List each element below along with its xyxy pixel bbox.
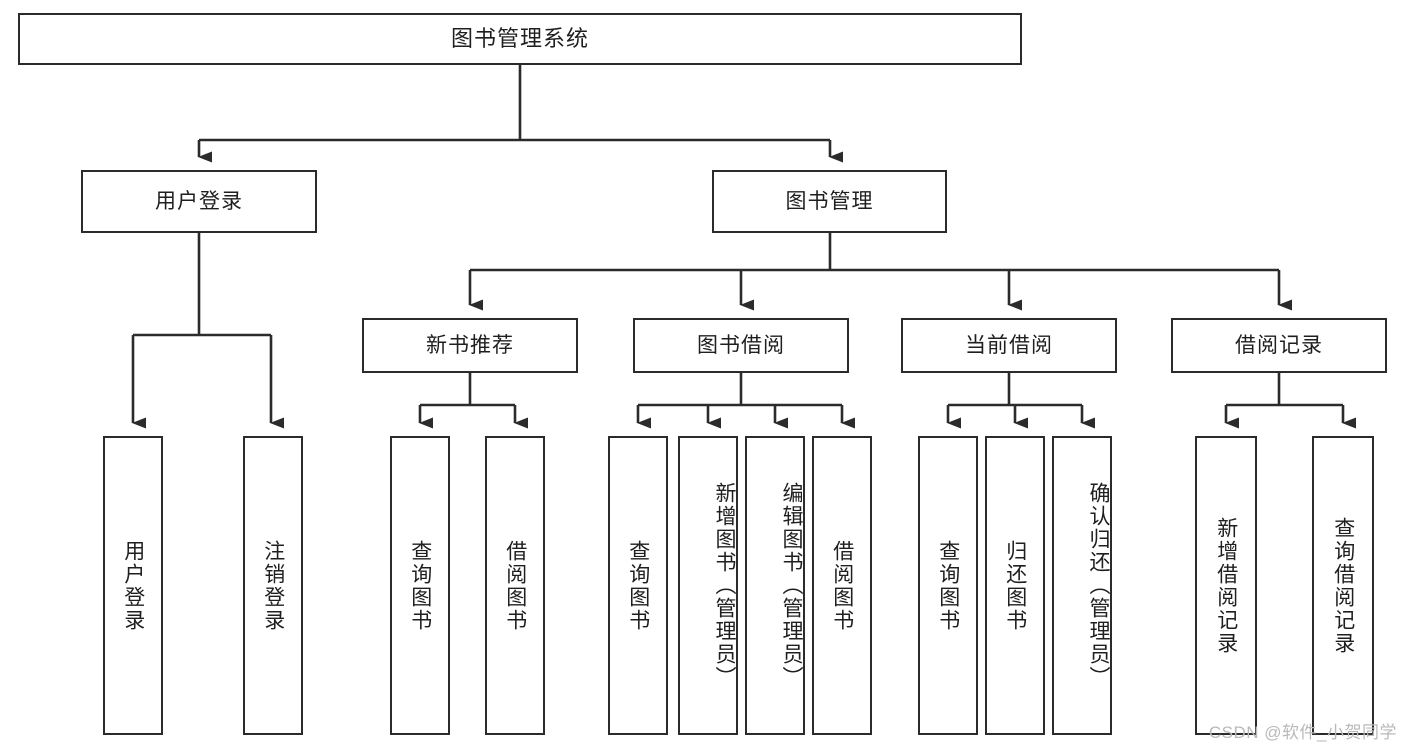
node-new-book-recommend[interactable]: 新书推荐 xyxy=(362,318,578,373)
node-borrow-records[interactable]: 借阅记录 xyxy=(1171,318,1387,373)
leaf-add-book-admin[interactable]: 新增图书（管理员） xyxy=(678,436,738,735)
leaf-query-borrow-record[interactable]: 查询借阅记录 xyxy=(1312,436,1374,735)
leaf-return-book[interactable]: 归还图书 xyxy=(985,436,1045,735)
node-book-borrow[interactable]: 图书借阅 xyxy=(633,318,849,373)
leaf-query-book-borrow[interactable]: 查询图书 xyxy=(608,436,668,735)
leaf-user-login[interactable]: 用户登录 xyxy=(103,436,163,735)
leaf-query-book-current[interactable]: 查询图书 xyxy=(918,436,978,735)
leaf-logout[interactable]: 注销登录 xyxy=(243,436,303,735)
leaf-borrow-book[interactable]: 借阅图书 xyxy=(812,436,872,735)
leaf-edit-book-admin[interactable]: 编辑图书（管理员） xyxy=(745,436,805,735)
leaf-confirm-return-admin[interactable]: 确认归还（管理员） xyxy=(1052,436,1112,735)
leaf-query-book-recommend[interactable]: 查询图书 xyxy=(390,436,450,735)
watermark-text: CSDN @软件_小贺同学 xyxy=(1208,723,1397,742)
node-book-management[interactable]: 图书管理 xyxy=(712,170,947,233)
node-user-login[interactable]: 用户登录 xyxy=(81,170,317,233)
node-root[interactable]: 图书管理系统 xyxy=(18,13,1022,65)
leaf-add-borrow-record[interactable]: 新增借阅记录 xyxy=(1195,436,1257,735)
leaf-borrow-book-recommend[interactable]: 借阅图书 xyxy=(485,436,545,735)
node-current-borrow[interactable]: 当前借阅 xyxy=(901,318,1117,373)
